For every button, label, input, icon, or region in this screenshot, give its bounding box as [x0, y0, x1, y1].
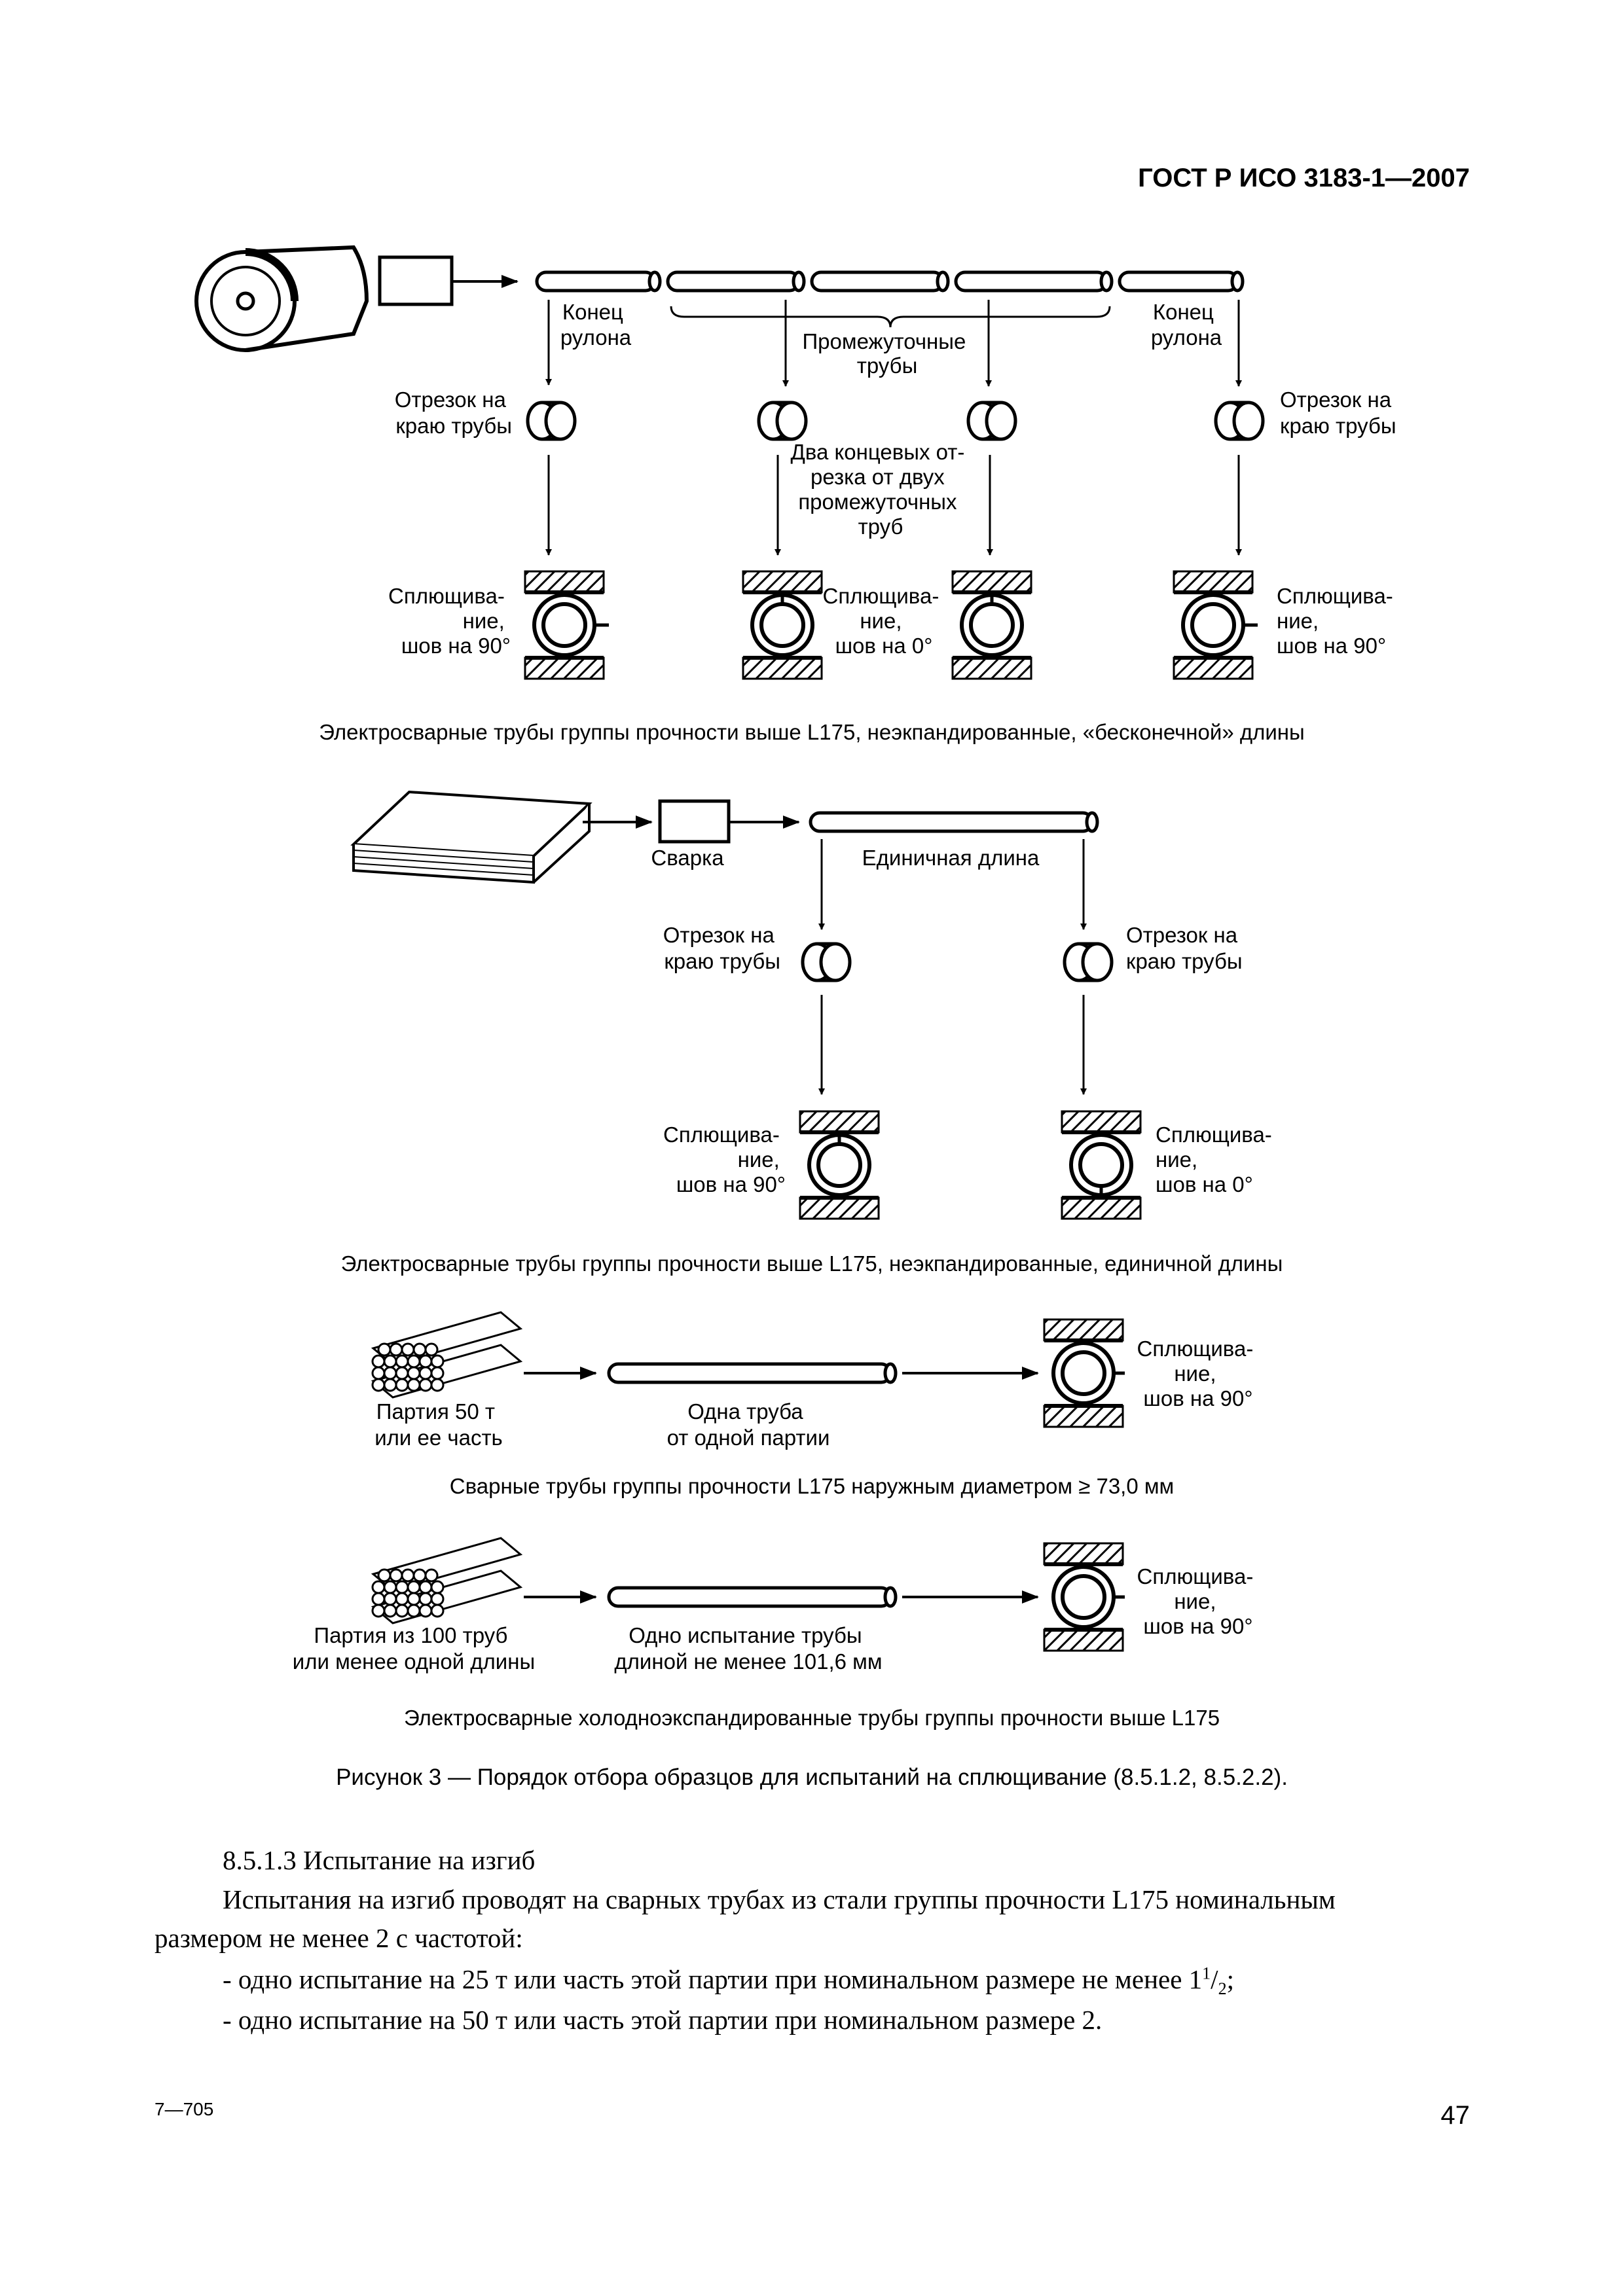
figure-3: Конец рулона Промежуточные трубы Конец р… [194, 245, 1399, 1790]
flattening-fixture [1044, 1543, 1123, 1651]
figure-title: Рисунок 3 — Порядок отбора образцов для … [336, 1765, 1288, 1790]
flattening-label: Сплющива- ние, шов на 0° [1156, 1122, 1278, 1196]
flattening-fixture [800, 1111, 879, 1219]
flattening-fixture [1044, 1319, 1123, 1427]
lot-label: Партия 50 т или ее часть [374, 1399, 503, 1450]
lot-label: Партия из 100 труб или менее одной длины [293, 1623, 535, 1674]
end-cut-specimen [803, 944, 850, 980]
panel-caption: Электросварные трубы группы прочности вы… [319, 720, 1304, 744]
end-cut-specimen [968, 403, 1015, 439]
pipe-label: Одно испытание трубы длиной не менее 101… [614, 1623, 882, 1674]
pipe [607, 1362, 892, 1384]
page-number: 47 [1440, 2101, 1470, 2130]
end-cut-specimen [759, 403, 806, 439]
paragraph-line: размером не менее 2 с частотой: [155, 1923, 523, 1953]
welding-label: Сварка [651, 846, 724, 870]
flattening-label: Сплющива- ние, шов на 90° [1137, 1564, 1260, 1638]
end-cut-specimen [1216, 403, 1263, 439]
flattening-fixture [1062, 1111, 1140, 1219]
flattening-fixture [743, 571, 822, 679]
edge-cut-label: Отрезок на краю трубы [1126, 923, 1243, 973]
flattening-label: Сплющива- ние, шов на 90° [663, 1122, 786, 1196]
flattening-label: Сплющива- ние, шов на 0° [823, 584, 945, 658]
paragraph-line: Испытания на изгиб проводят на сварных т… [223, 1884, 1336, 1914]
pipe [607, 1586, 892, 1608]
flattening-label: Сплющива- ние, шов на 90° [1277, 584, 1399, 658]
single-length-pipe [809, 811, 1094, 833]
panel-caption: Электросварные трубы группы прочности вы… [341, 1251, 1283, 1276]
footer-code: 7—705 [155, 2099, 214, 2119]
end-cut-specimen [528, 403, 575, 439]
flattening-fixture [1174, 571, 1252, 679]
document-header: ГОСТ Р ИСО 3183-1—2007 [1138, 164, 1470, 192]
plate-stack-icon [350, 790, 593, 884]
panel-caption: Электросварные холодноэкспандированные т… [404, 1706, 1220, 1730]
flattening-label: Сплющива- ние, шов на 90° [388, 584, 511, 658]
edge-cut-label: Отрезок на краю трубы [395, 387, 512, 438]
section-heading: 8.5.1.3 Испытание на изгиб [223, 1845, 536, 1875]
flattening-fixture [525, 571, 604, 679]
pipe-bundle-icon [371, 1537, 523, 1624]
single-length-label: Единичная длина [862, 846, 1040, 870]
list-item: - одно испытание на 50 т или часть этой … [223, 2005, 1103, 2035]
pipe-bundle-icon [371, 1311, 523, 1399]
coil-end-label: Конец рулона [1151, 300, 1222, 350]
edge-cut-label: Отрезок на краю трубы [663, 923, 780, 973]
mill-box [378, 255, 454, 306]
coil-end-label: Конец рулона [560, 300, 632, 350]
flattening-label: Сплющива- ние, шов на 90° [1137, 1336, 1260, 1410]
edge-cut-label: Отрезок на краю трубы [1280, 387, 1397, 438]
continuous-pipe [535, 270, 1245, 293]
coil-icon [194, 245, 369, 352]
flattening-fixture [953, 571, 1031, 679]
pipe-label: Одна труба от одной партии [667, 1399, 830, 1450]
list-item: - одно испытание на 25 т или часть этой … [223, 1964, 1234, 1999]
panel-caption: Сварные трубы группы прочности L175 нару… [450, 1474, 1175, 1498]
two-end-cuts-label: Два концевых от- резка от двух промежуто… [790, 440, 970, 539]
welding-box [658, 799, 731, 844]
intermediate-pipes-label: Промежуточные трубы [802, 329, 972, 378]
end-cut-specimen [1065, 944, 1112, 980]
